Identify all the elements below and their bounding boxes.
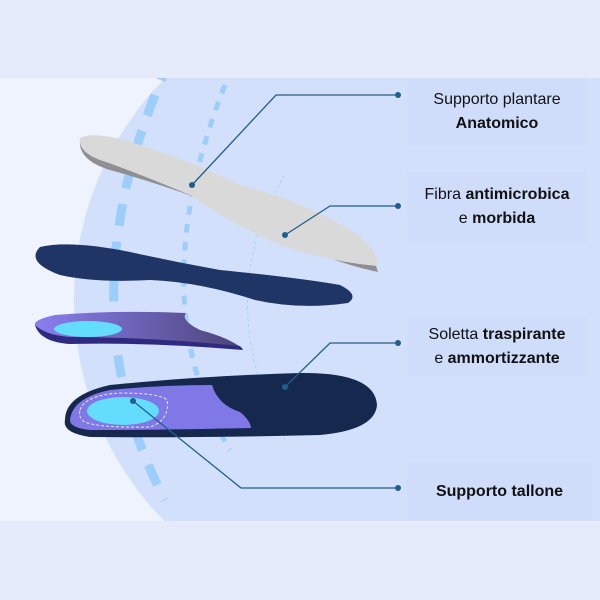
label-fibra: Fibra antimicrobica e morbida	[407, 172, 587, 242]
label-soletta: Soletta traspirante e ammortizzante	[407, 318, 587, 376]
label-supporto-tallone: Supporto tallone	[407, 463, 592, 520]
dashed-arc-outer	[109, 78, 169, 503]
label-line-1: Soletta traspirante	[428, 326, 566, 343]
label-text: Supporto plantare	[433, 90, 561, 108]
label-line-1: Fibra antimicrobica	[424, 186, 570, 203]
label-line-2: e ammortizzante	[434, 350, 560, 367]
leader-dots	[130, 92, 401, 491]
label-text-bold: Anatomico	[455, 114, 539, 132]
label-supporto-plantare: Supporto plantare Anatomico	[407, 78, 587, 145]
label-line-2: e morbida	[458, 210, 536, 227]
leader-lines	[132, 94, 398, 489]
label-text-bold: Supporto tallone	[435, 482, 564, 500]
insole-top-layer	[79, 135, 378, 272]
insole-fibra-layer	[35, 244, 353, 306]
insole-heel-layer	[34, 311, 244, 350]
insole-base-layer	[64, 372, 377, 438]
